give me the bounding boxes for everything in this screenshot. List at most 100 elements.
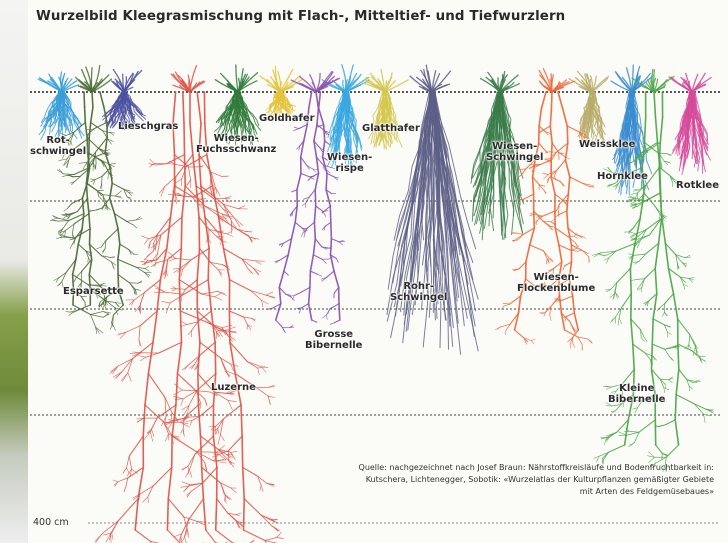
source-line: mit Arten des Feldgemüsebaues» <box>294 486 714 498</box>
root-strand <box>630 443 635 446</box>
root-strand <box>76 244 78 259</box>
root-strand <box>659 142 660 167</box>
root-strand <box>660 379 668 380</box>
root-strand <box>176 374 178 405</box>
root-strand <box>129 456 131 469</box>
root-strand <box>515 330 524 338</box>
root-strand <box>627 432 640 435</box>
root-strand <box>555 194 563 200</box>
root-strand <box>225 332 232 341</box>
root-strand <box>568 177 570 194</box>
root-strand <box>187 180 191 186</box>
root-strand <box>641 338 644 342</box>
label-glatthafer: Glatthafer <box>362 123 420 134</box>
root-strand <box>186 421 192 422</box>
root-strand <box>322 259 326 263</box>
root-strand <box>184 537 188 543</box>
root-strand <box>169 259 176 262</box>
root-strand <box>543 221 551 222</box>
root-strand <box>690 335 695 344</box>
root-strand <box>583 251 589 257</box>
root-strand <box>243 467 258 476</box>
label-line: Rot- <box>30 135 86 146</box>
label-line: Wiesen- <box>327 152 372 163</box>
root-strand <box>242 436 243 467</box>
root-strand <box>173 286 177 288</box>
root-strand <box>225 197 231 199</box>
root-strand <box>82 214 84 229</box>
root-strand <box>127 456 130 468</box>
root-strand <box>315 173 318 189</box>
root-strand <box>505 330 506 334</box>
root-strand <box>317 108 318 124</box>
root-strand <box>91 68 92 92</box>
root-strand <box>105 305 106 310</box>
root-strand <box>153 311 157 342</box>
root-strand <box>159 187 164 194</box>
root-strand <box>261 515 272 526</box>
label-line: Schwingel <box>486 152 543 163</box>
root-strand <box>679 369 687 379</box>
label-line: Rotklee <box>676 180 719 191</box>
root-strand <box>551 92 552 109</box>
root-strand <box>247 325 248 330</box>
root-strand <box>165 292 184 294</box>
root-strand <box>304 233 305 237</box>
label-weissklee: Weissklee <box>579 139 635 150</box>
root-strand <box>663 312 665 316</box>
root-strand <box>629 232 636 234</box>
root-strand <box>301 304 309 308</box>
root-strand <box>227 234 232 237</box>
root-strand <box>100 92 104 107</box>
root-strand <box>563 266 565 271</box>
label-rotklee: Rotklee <box>676 180 719 191</box>
root-strand <box>630 269 631 294</box>
root-strand <box>148 497 149 503</box>
root-strand <box>619 318 622 323</box>
root-strand <box>326 173 327 189</box>
root-strand <box>323 315 327 318</box>
root-strand <box>112 183 123 189</box>
root-strand <box>205 399 207 406</box>
root-strand <box>62 237 74 238</box>
root-strand <box>244 317 252 318</box>
root-strand <box>90 229 91 244</box>
label-line: Kleine <box>608 383 665 394</box>
root-strand <box>575 243 579 248</box>
root-strand <box>227 454 233 457</box>
root-strand <box>208 248 209 279</box>
root-strand <box>635 432 640 442</box>
root-strand <box>640 230 646 242</box>
root-strand <box>182 364 189 370</box>
root-strand <box>578 337 588 339</box>
root-strand <box>211 172 221 176</box>
root-strand <box>314 125 317 141</box>
root-strand <box>242 259 248 269</box>
root-strand <box>258 368 260 375</box>
source-line: Quelle: nachgezeichnet nach Josef Braun:… <box>294 462 714 474</box>
root-strand <box>262 300 263 307</box>
root-strand <box>323 141 325 157</box>
root-strand <box>118 259 136 267</box>
root-strand <box>200 342 221 358</box>
root-strand <box>57 237 63 239</box>
root-strand <box>319 108 324 124</box>
root-strand <box>87 199 89 214</box>
root-strand <box>339 304 340 320</box>
root-strand <box>224 248 230 279</box>
root-strand <box>334 271 339 287</box>
root-strand <box>633 344 634 369</box>
root-strand <box>639 420 655 432</box>
root-strand <box>237 229 249 236</box>
root-strand <box>181 429 184 433</box>
root-strand <box>181 217 182 248</box>
root-strand <box>178 342 182 373</box>
root-strand <box>609 251 616 258</box>
root-strand <box>145 239 149 244</box>
root-strand <box>166 303 170 313</box>
root-strand <box>567 194 569 211</box>
root-strand <box>652 344 664 349</box>
root-strand <box>138 356 146 358</box>
root-strand <box>294 129 299 131</box>
root-strand <box>215 80 238 92</box>
